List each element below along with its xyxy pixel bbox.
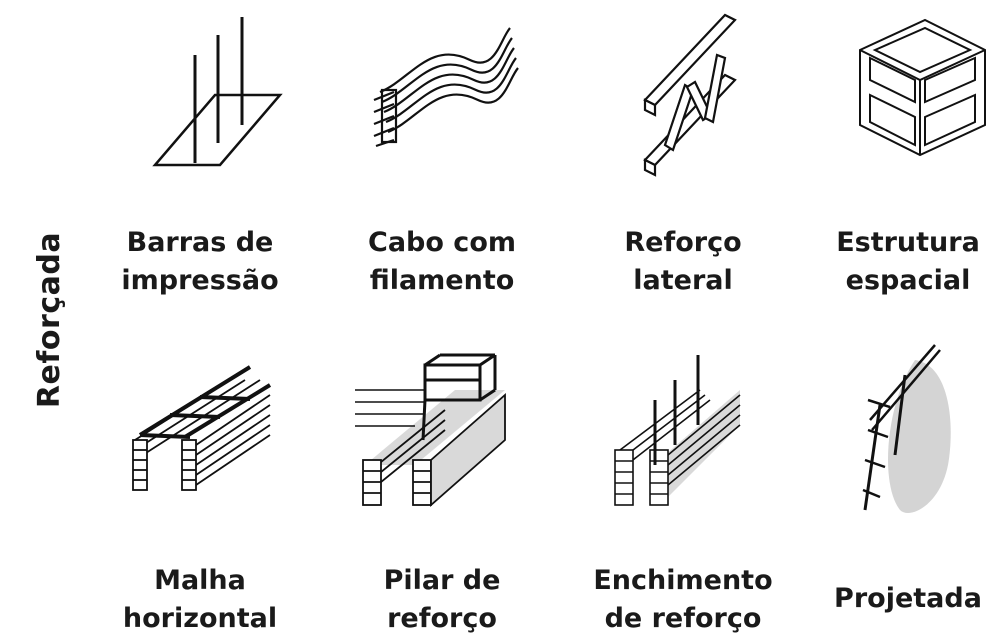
filament-cable-icon [373,27,519,148]
sprayed-concrete-icon [862,344,951,513]
vertical-bars-on-slab-icon [152,17,283,167]
space-frame-cube-icon [859,18,986,157]
lateral-reinforcement-icon [643,13,737,177]
fill-reinforcement-icon [614,355,741,506]
horizontal-mesh-icon [132,365,272,491]
label-projetada: Projetada [834,583,982,614]
reinforcement-pillar-icon [355,353,506,507]
